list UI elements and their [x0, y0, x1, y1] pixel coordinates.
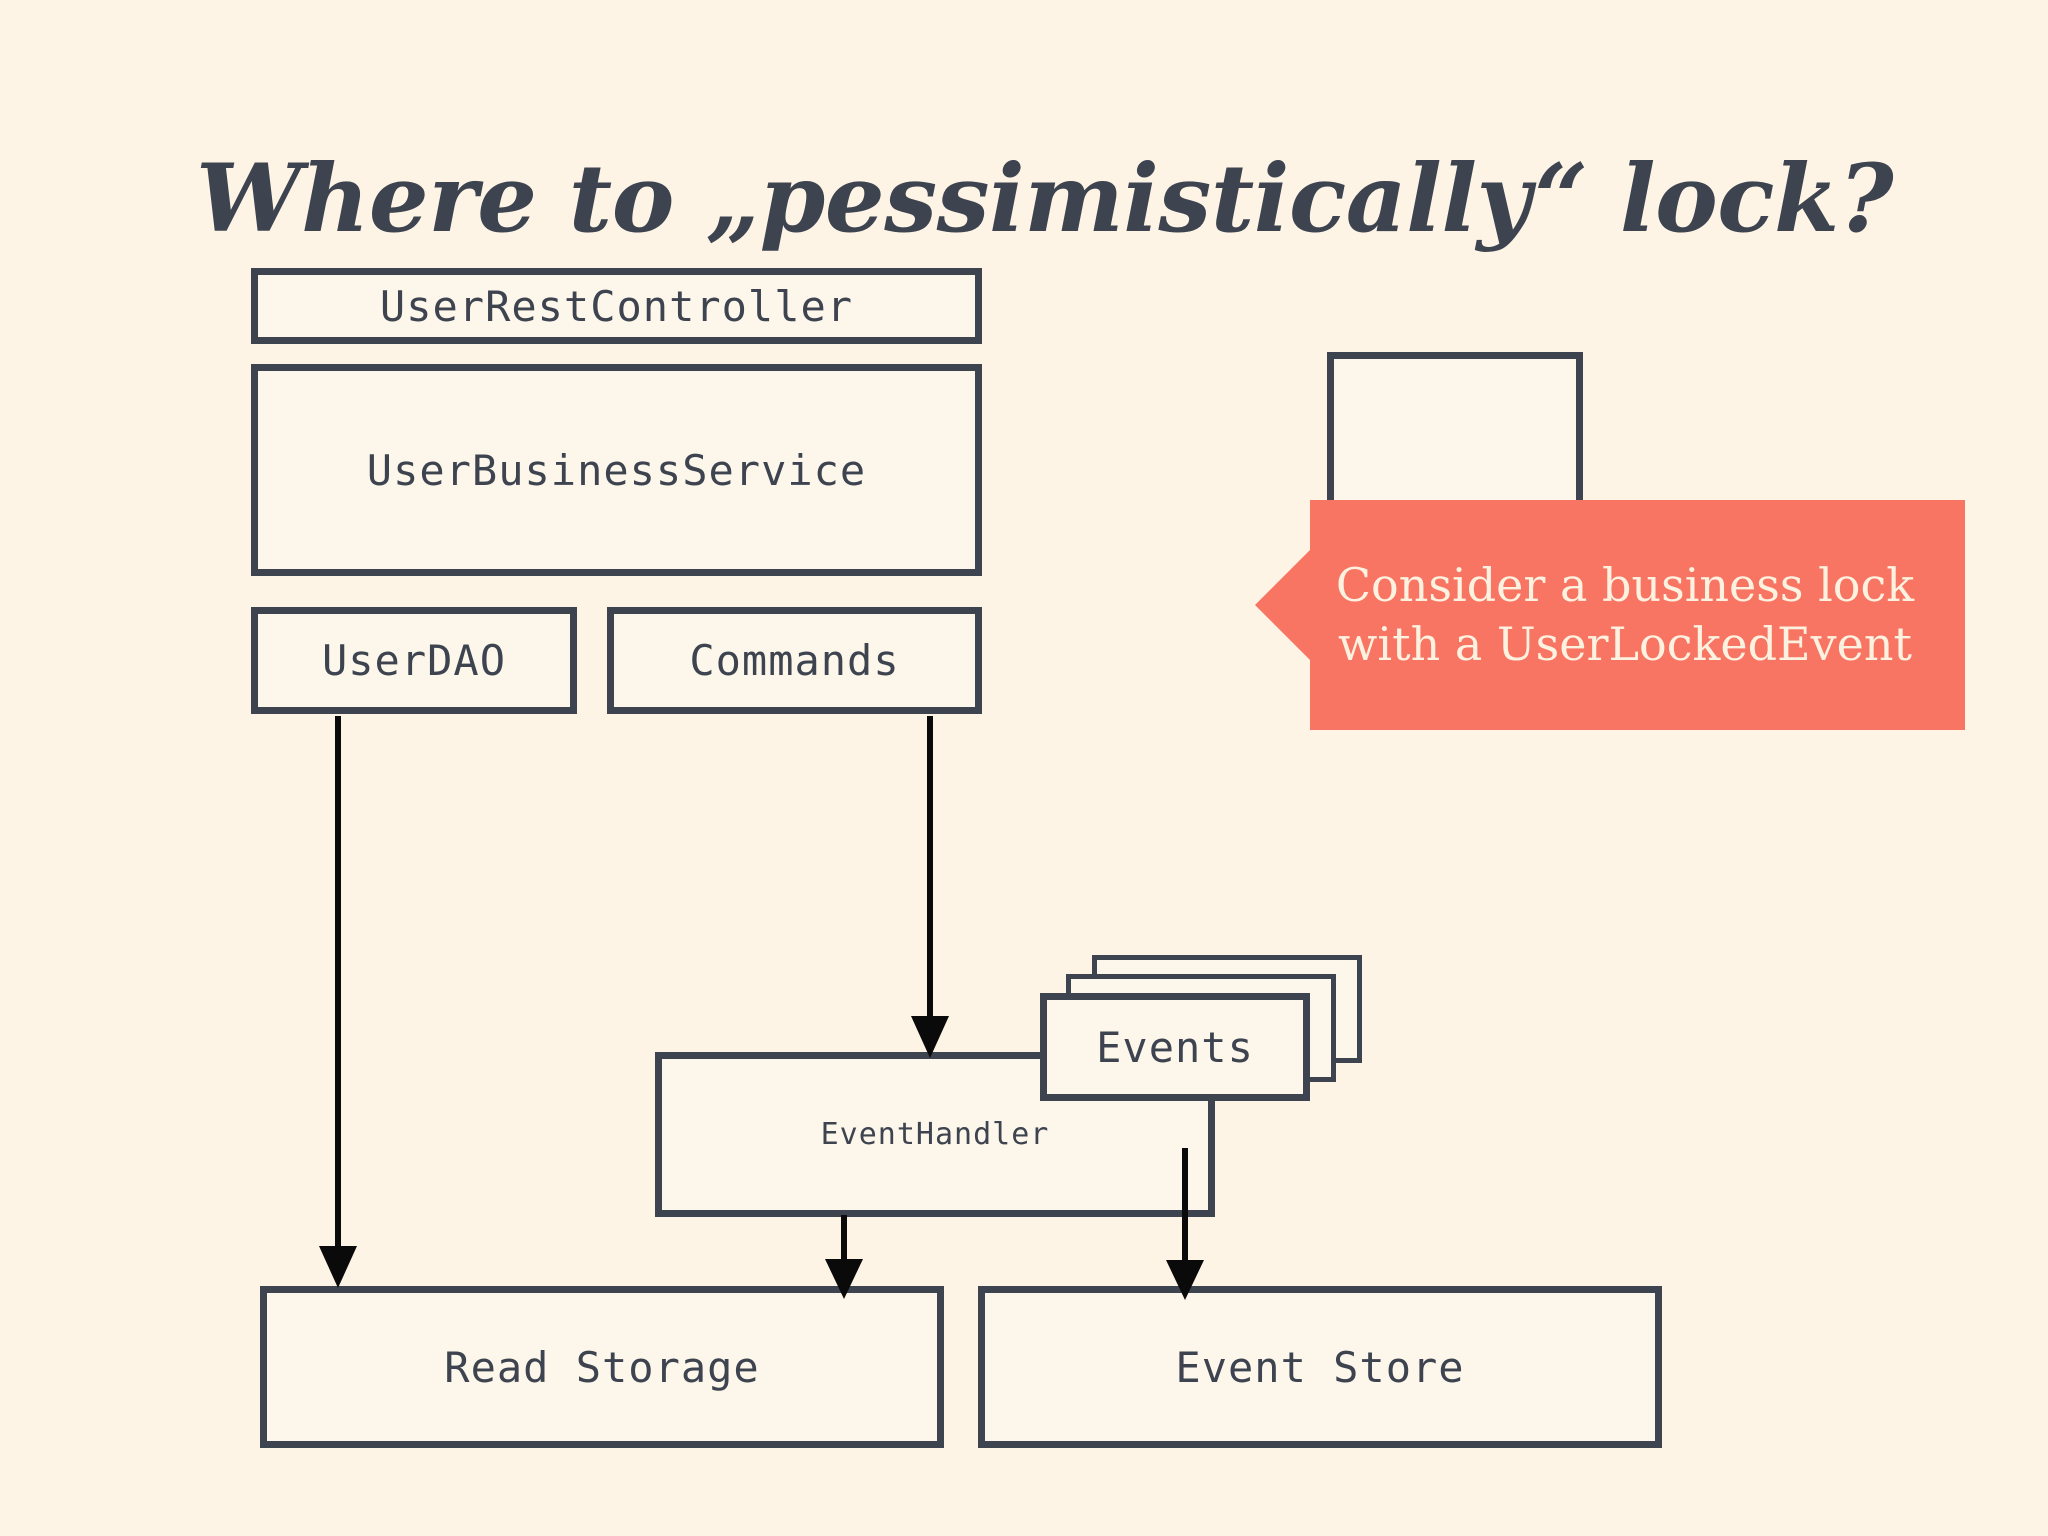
box-user-dao[interactable]: UserDAO — [251, 607, 577, 714]
box-commands-label: Commands — [689, 636, 900, 685]
box-read-storage[interactable]: Read Storage — [260, 1286, 944, 1448]
callout-shape — [1255, 500, 1965, 730]
box-events-stack[interactable]: Events — [1040, 955, 1362, 1101]
callout-business-lock[interactable]: Consider a business lock with a UserLock… — [1255, 500, 1965, 730]
box-event-store[interactable]: Event Store — [978, 1286, 1662, 1448]
box-user-rest-controller[interactable]: UserRestController — [251, 268, 982, 344]
page-title: Where to „pessimistically“ lock? — [196, 144, 1894, 254]
arrow-commands-to-event-handler — [911, 716, 949, 1058]
box-event-handler-label: EventHandler — [820, 1117, 1050, 1152]
box-user-business-service[interactable]: UserBusinessService — [251, 364, 982, 576]
arrow-user-dao-to-read-storage — [319, 716, 357, 1288]
box-events[interactable]: Events — [1040, 993, 1310, 1101]
box-read-storage-label: Read Storage — [444, 1342, 760, 1392]
box-commands[interactable]: Commands — [607, 607, 982, 714]
box-event-handler[interactable]: EventHandler — [655, 1052, 1215, 1217]
arrow-events-to-event-store — [1166, 1148, 1204, 1300]
box-user-dao-label: UserDAO — [321, 636, 506, 685]
box-events-label: Events — [1096, 1022, 1254, 1072]
arrow-event-handler-to-read-storage — [825, 1215, 863, 1299]
box-user-rest-controller-label: UserRestController — [379, 281, 854, 331]
box-event-store-label: Event Store — [1175, 1342, 1465, 1392]
box-user-business-service-label: UserBusinessService — [366, 445, 867, 495]
